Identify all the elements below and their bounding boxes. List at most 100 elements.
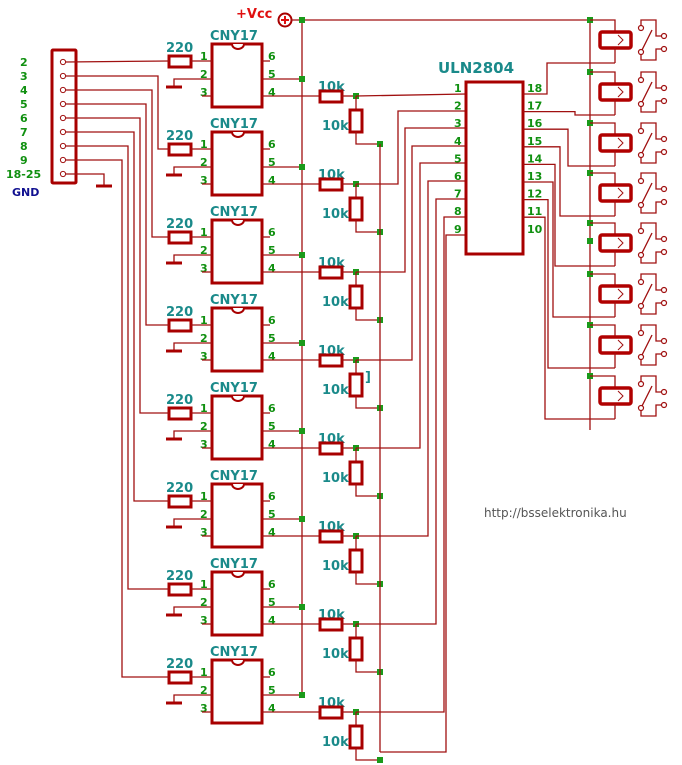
pin-label: 1 — [200, 402, 208, 415]
wire — [173, 254, 212, 263]
input-resistor-label: 220 — [166, 481, 193, 496]
wire — [173, 342, 212, 351]
uln-pin-label: 18 — [527, 82, 542, 95]
pin-label: 6 — [268, 402, 276, 415]
cny17-notch-icon — [231, 131, 245, 138]
switch-wire — [640, 375, 662, 393]
input-resistor-label: 220 — [166, 129, 193, 144]
pin-label: 1 — [200, 578, 208, 591]
switch-lever — [641, 334, 653, 356]
connector-pin-label: 5 — [20, 98, 28, 111]
series-resistor — [318, 89, 344, 104]
cny17-notch-icon — [231, 307, 245, 314]
switch-contact-icon — [660, 185, 668, 193]
connector-pin-label: 9 — [20, 154, 28, 167]
wire — [173, 518, 212, 527]
relay-diode-icon — [617, 390, 624, 402]
pulldown-resistor — [348, 372, 364, 398]
pin-label: 3 — [200, 526, 208, 539]
pin-label: 4 — [268, 614, 276, 627]
uln-pin-label: 11 — [527, 205, 542, 218]
pin-label: 6 — [268, 50, 276, 63]
connector-pin-icon — [59, 156, 67, 164]
relay-coil — [598, 82, 633, 102]
switch-wire — [640, 353, 662, 366]
pin-label: 5 — [268, 332, 276, 345]
input-resistor-label: 220 — [166, 393, 193, 408]
series-resistor — [318, 265, 344, 280]
wire — [66, 159, 169, 678]
wire — [66, 173, 105, 186]
switch-contact-icon — [660, 350, 668, 358]
relay-diode-icon — [617, 86, 624, 98]
pin-label: 6 — [268, 138, 276, 151]
uln-pin-label: 8 — [454, 205, 462, 218]
pin-label: 5 — [268, 156, 276, 169]
wire — [590, 375, 616, 388]
switch-contact-icon — [637, 329, 645, 337]
switch-wire — [640, 222, 662, 240]
wire — [355, 93, 467, 97]
wire — [356, 198, 466, 625]
wire — [523, 216, 615, 420]
wire — [355, 396, 380, 409]
switch-contact-icon — [637, 404, 645, 412]
connector-pin-icon — [59, 128, 67, 136]
wire — [356, 127, 466, 273]
connector-pin-label: 8 — [20, 140, 28, 153]
pulldown-resistor-label: 10k — [322, 471, 349, 486]
cny17-notch-icon — [231, 43, 245, 50]
switch-contact-icon — [660, 299, 668, 307]
switch-contact-icon — [637, 353, 645, 361]
wire — [66, 131, 169, 502]
connector-pin-icon — [59, 58, 67, 66]
relay-diode-icon — [617, 137, 624, 149]
pin-label: 1 — [200, 50, 208, 63]
connector-pin-label: 3 — [20, 70, 28, 83]
input-resistor-label: 220 — [166, 217, 193, 232]
pulldown-resistor-label: 10k — [322, 295, 349, 310]
junction — [377, 757, 383, 763]
switch-lever — [641, 385, 653, 407]
uln-pin-label: 9 — [454, 223, 462, 236]
switch-wire — [640, 48, 662, 61]
switch-wire — [640, 273, 662, 291]
cny17-chip — [210, 482, 264, 549]
cny17-notch-icon — [231, 395, 245, 402]
input-resistor-label: 220 — [166, 41, 193, 56]
uln-pin-label: 10 — [527, 223, 543, 236]
pin-label: 6 — [268, 578, 276, 591]
input-resistor — [167, 582, 193, 597]
cny17-chip — [210, 306, 264, 373]
switch-contact-icon — [660, 248, 668, 256]
pin-label: 4 — [268, 174, 276, 187]
switch-contact-icon — [637, 100, 645, 108]
uln-pin-label: 15 — [527, 135, 542, 148]
cny17-notch-icon — [231, 571, 245, 578]
series-resistor — [318, 705, 344, 720]
uln2804-chip — [464, 80, 525, 256]
uln2804-label: ULN2804 — [438, 59, 514, 77]
wire — [356, 216, 466, 713]
pin-label: 4 — [268, 526, 276, 539]
pin-label: 5 — [268, 596, 276, 609]
pin-label: 3 — [200, 350, 208, 363]
stray-mark: ] — [365, 370, 371, 385]
pin-label: 1 — [200, 314, 208, 327]
switch-lever — [641, 81, 653, 103]
pin-label: 2 — [200, 684, 208, 697]
wire — [356, 162, 466, 449]
wire — [590, 324, 616, 337]
pulldown-resistor-label: 10k — [322, 207, 349, 222]
cny17-chip — [210, 42, 264, 109]
input-resistor — [167, 494, 193, 509]
switch-wire — [640, 122, 662, 140]
pin-label: 2 — [200, 596, 208, 609]
uln-pin-label: 7 — [454, 188, 462, 201]
switch-contact-icon — [660, 32, 668, 40]
input-resistor — [167, 142, 193, 157]
wire — [355, 220, 380, 233]
wire — [523, 163, 615, 267]
series-resistor — [318, 529, 344, 544]
